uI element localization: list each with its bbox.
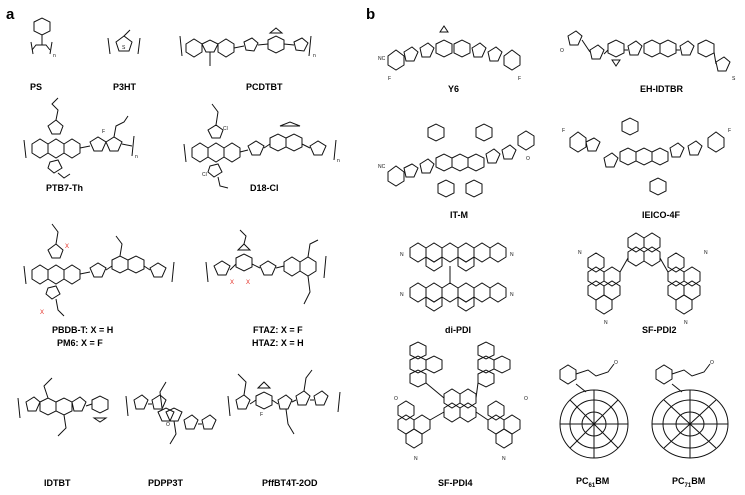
benzene-ring: [33, 17, 51, 36]
svg-text:n: n: [313, 53, 316, 59]
molecule-name-di-pdi: di-PDI: [445, 325, 471, 335]
molecule-name-pbdb-t: PBDB-T: X = H: [52, 325, 114, 335]
svg-text:N: N: [400, 292, 404, 298]
ptb7-th-structure: F n: [18, 97, 148, 180]
svg-text:O: O: [710, 360, 714, 366]
molecule-name-ps: PS: [30, 82, 43, 92]
pc61bm-structure: O: [548, 352, 636, 462]
svg-text:N: N: [578, 250, 582, 256]
svg-text:N: N: [684, 320, 688, 326]
svg-text:X: X: [246, 280, 250, 286]
svg-text:F: F: [102, 129, 105, 135]
pcdtbt-structure: n: [176, 27, 356, 72]
eh-idtbr-structure: O S: [560, 14, 740, 89]
y6-structure: NC F F: [378, 20, 538, 85]
pc71bm-structure: O: [640, 352, 738, 462]
molecule-name-ptb7-th: PTB7-Th: [46, 183, 83, 193]
svg-text:F: F: [562, 128, 565, 134]
molecule-name-eh-idtbr: EH-IDTBR: [640, 84, 683, 94]
svg-text:F: F: [728, 128, 731, 134]
molecule-name-p3ht: P3HT: [113, 82, 137, 92]
idtbt-structure: [14, 372, 124, 442]
molecule-name-pffbt4t-2od: PffBT4T-2OD: [262, 478, 318, 488]
svg-text:F: F: [260, 412, 263, 418]
d18-cl-structure: Cl Cl n: [180, 100, 350, 190]
svg-text:NC: NC: [378, 164, 386, 170]
p3ht-structure: S: [104, 28, 148, 60]
molecule-name-pm6: PM6: X = F: [57, 338, 103, 348]
svg-text:N: N: [502, 456, 506, 462]
pbdb-t-pm6-structure: X X: [18, 222, 178, 322]
panel-label-b: b: [366, 6, 376, 23]
molecule-name-htaz: HTAZ: X = H: [252, 338, 304, 348]
di-pdi-structure: N N N N: [392, 232, 532, 322]
molecule-name-idtbt: IDTBT: [44, 478, 71, 488]
molecule-name-sf-pdi2: SF-PDI2: [642, 325, 677, 335]
molecule-name-pcdtbt: PCDTBT: [246, 82, 283, 92]
molecule-name-ftaz: FTAZ: X = F: [253, 325, 303, 335]
molecule-name-y6: Y6: [448, 84, 460, 94]
sf-pdi4-structure: O O N N: [378, 340, 543, 465]
svg-text:N: N: [510, 252, 514, 258]
svg-text:O: O: [560, 48, 564, 54]
molecule-name-ieico-4f: IEICO-4F: [642, 210, 681, 220]
svg-text:n: n: [53, 53, 56, 59]
svg-text:X: X: [230, 280, 234, 286]
molecule-name-sf-pdi4: SF-PDI4: [438, 478, 473, 488]
svg-text:N: N: [704, 250, 708, 256]
sf-pdi2-structure: N N N N: [568, 228, 738, 328]
svg-text:N: N: [604, 320, 608, 326]
molecule-name-pc61bm: PC61BM: [576, 476, 610, 489]
it-m-structure: NC O: [378, 110, 543, 210]
svg-text:O: O: [166, 422, 170, 428]
molecule-name-pdpp3t: PDPP3T: [148, 478, 184, 488]
svg-text:F: F: [518, 76, 521, 82]
svg-text:N: N: [510, 292, 514, 298]
pdpp3t-structure: O: [122, 372, 227, 452]
svg-text:N: N: [414, 456, 418, 462]
svg-text:O: O: [614, 360, 618, 366]
svg-text:Cl: Cl: [202, 172, 207, 178]
svg-text:O: O: [526, 156, 530, 162]
thiophene-ring: [115, 35, 133, 52]
svg-text:S: S: [732, 76, 736, 82]
panel-label-a: a: [6, 6, 15, 23]
svg-text:O: O: [394, 396, 398, 402]
molecule-name-d18-cl: D18-Cl: [250, 183, 279, 193]
pffbt4t-2od-structure: F: [222, 364, 352, 454]
svg-text:X: X: [65, 244, 69, 250]
svg-text:NC: NC: [378, 56, 386, 62]
svg-text:N: N: [400, 252, 404, 258]
svg-text:S: S: [122, 45, 126, 51]
molecule-name-pc71bm: PC71BM: [672, 476, 706, 489]
ieico-4f-structure: F F: [562, 102, 740, 202]
ps-structure: n: [24, 17, 64, 60]
svg-text:n: n: [135, 154, 138, 160]
svg-text:X: X: [40, 310, 44, 316]
ftaz-htaz-structure: X X: [200, 229, 350, 322]
molecule-name-it-m: IT-M: [450, 210, 468, 220]
svg-text:O: O: [524, 396, 528, 402]
svg-text:Cl: Cl: [223, 126, 228, 132]
svg-text:n: n: [337, 158, 340, 164]
svg-text:F: F: [388, 76, 391, 82]
